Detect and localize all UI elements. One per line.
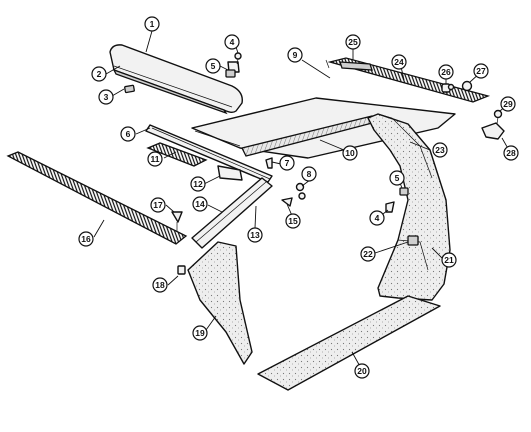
callout-25: 25 [345,34,361,50]
svg-text:8: 8 [307,169,312,179]
svg-text:15: 15 [288,216,298,226]
svg-text:20: 20 [357,366,367,376]
callout-26: 26 [438,64,454,80]
part-clip [124,84,135,94]
callout-10: 10 [342,145,358,161]
part-spacer [177,265,186,275]
callout-4: 4 [224,34,240,50]
svg-text:7: 7 [285,158,290,168]
svg-text:9: 9 [293,50,298,60]
callout-18: 18 [152,277,168,293]
part-side-panel [367,113,451,301]
svg-text:5: 5 [211,61,216,71]
part-nut-right [399,187,409,196]
svg-text:23: 23 [435,145,445,155]
svg-text:4: 4 [230,37,235,47]
part-bolt-17 [171,211,183,232]
svg-text:18: 18 [155,280,165,290]
callout-11: 11 [147,151,163,167]
callout-4-lower: 4 [369,210,385,226]
svg-text:13: 13 [250,230,260,240]
svg-text:27: 27 [476,66,486,76]
callout-3: 3 [98,89,114,105]
callout-8: 8 [301,166,317,182]
svg-text:19: 19 [195,328,205,338]
callout-29: 29 [500,96,516,112]
part-top-cover [109,44,243,115]
callout-17: 17 [150,197,166,213]
svg-text:2: 2 [97,69,102,79]
svg-text:25: 25 [348,37,358,47]
svg-text:29: 29 [503,99,513,109]
part-fastener-26 [441,83,455,93]
part-lower-panel [187,241,253,365]
svg-text:11: 11 [151,154,160,164]
callout-24: 24 [391,54,407,70]
svg-text:6: 6 [126,129,131,139]
svg-text:22: 22 [363,249,373,259]
svg-text:3: 3 [104,92,109,102]
part-latch [481,109,505,140]
callout-6: 6 [120,126,136,142]
part-nut-center [295,182,306,200]
svg-text:5: 5 [395,173,400,183]
part-sill [257,295,441,391]
callout-13: 13 [247,227,263,243]
part-long-rail [191,177,273,249]
part-small-screw [281,197,293,207]
callout-5-lower: 5 [389,170,405,186]
callout-27: 27 [473,63,489,79]
callout-15: 15 [285,213,301,229]
callout-28: 28 [503,145,519,161]
callout-7: 7 [279,155,295,171]
svg-text:28: 28 [506,148,516,158]
part-bolt-right [385,201,395,213]
part-plate [339,61,373,71]
part-bracket [407,235,419,246]
svg-text:26: 26 [441,67,451,77]
callout-1: 1 [144,16,160,32]
svg-text:16: 16 [81,234,91,244]
callout-2: 2 [91,66,107,82]
svg-text:10: 10 [345,148,355,158]
callout-5: 5 [205,58,221,74]
svg-text:17: 17 [153,200,163,210]
svg-text:4: 4 [375,213,380,223]
part-fastener-27 [461,80,473,92]
svg-text:14: 14 [195,199,205,209]
callout-20: 20 [354,363,370,379]
callout-23: 23 [432,142,448,158]
callout-16: 16 [78,231,94,247]
part-screw [265,157,273,169]
svg-text:21: 21 [444,255,454,265]
part-vent [146,142,208,167]
svg-text:12: 12 [193,179,203,189]
callout-12: 12 [190,176,206,192]
part-bolt-nut-top [225,52,242,78]
svg-text:24: 24 [394,57,404,67]
callout-9: 9 [287,47,303,63]
svg-text:1: 1 [150,19,155,29]
callout-19: 19 [192,325,208,341]
callout-14: 14 [192,196,208,212]
callout-22: 22 [360,246,376,262]
callout-21: 21 [441,252,457,268]
part-mount [217,165,243,181]
